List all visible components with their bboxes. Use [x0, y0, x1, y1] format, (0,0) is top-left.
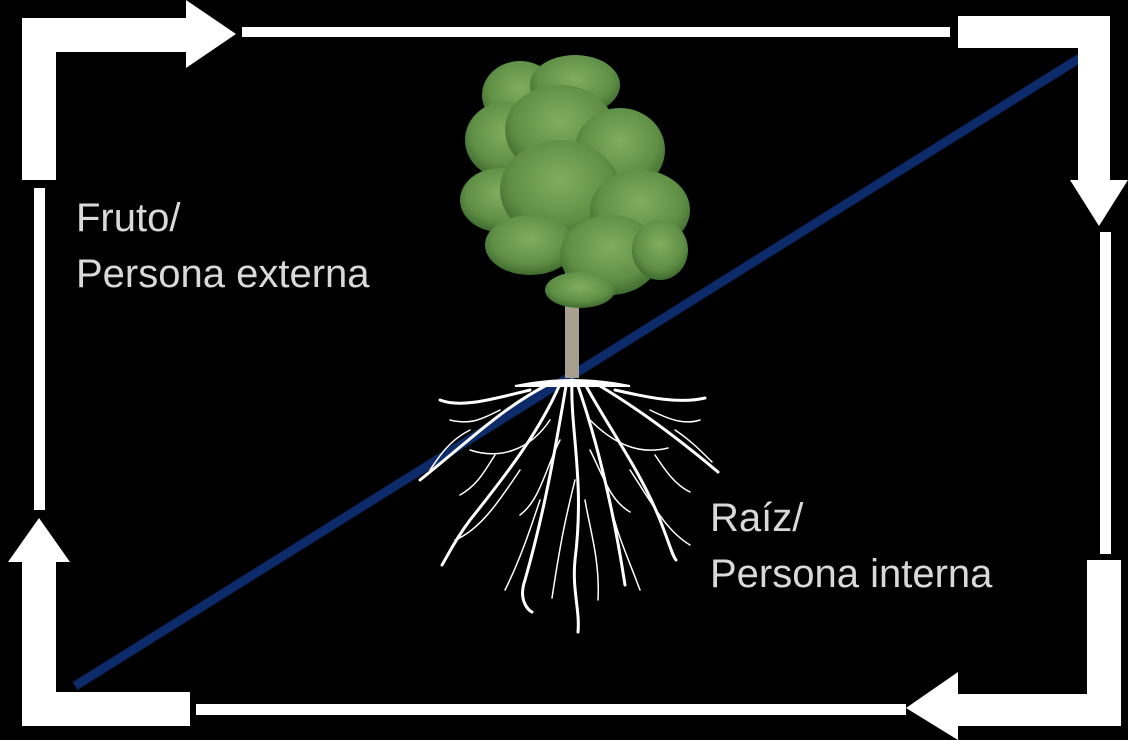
label-root-line2: Persona interna: [710, 546, 992, 602]
frame-line-top: [242, 27, 950, 37]
roots-illustration: [420, 380, 718, 632]
frame-line-left: [34, 188, 45, 510]
frame-line-right: [1100, 232, 1111, 554]
cycle-arrow-top-left: [22, 0, 236, 180]
label-root-internal-persona: Raíz/ Persona interna: [710, 490, 992, 602]
tree-foliage: [460, 55, 690, 308]
label-fruit-line2: Persona externa: [76, 246, 370, 302]
tree-illustration: [460, 55, 690, 378]
label-fruit-line1: Fruto/: [76, 190, 370, 246]
label-fruit-external-persona: Fruto/ Persona externa: [76, 190, 370, 302]
label-root-line1: Raíz/: [710, 490, 992, 546]
cycle-arrow-bottom-left: [8, 518, 190, 726]
frame-line-bottom: [196, 704, 906, 715]
